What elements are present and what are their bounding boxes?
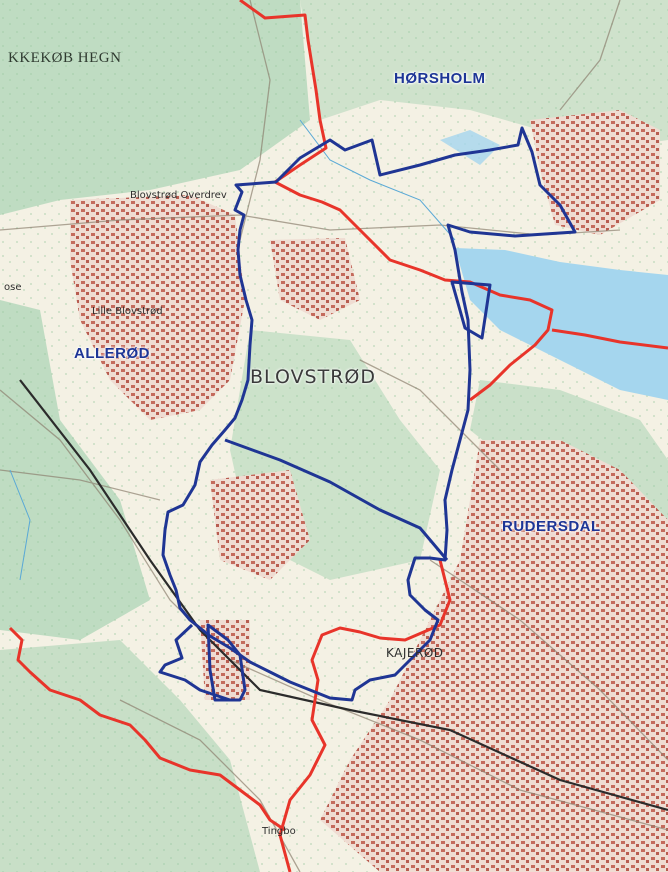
boundary-south-parcel [206, 623, 247, 702]
label-overdrev: Blovstrød Overdrev [130, 190, 227, 201]
railway [19, 379, 668, 812]
boundary-outline [161, 126, 577, 702]
municipal-borders [8, 0, 668, 872]
label-rose: ose [4, 282, 22, 293]
label-kajerod: KAJERØD [386, 646, 444, 660]
label-allerod: ALLERØD [74, 345, 150, 362]
label-rudersdal: RUDERSDAL [502, 518, 601, 535]
border-south-west [8, 626, 286, 832]
boundary-south-tail [158, 623, 231, 702]
lake [455, 248, 668, 400]
label-lille-blovstrod: Lille Blovstrød [92, 306, 163, 317]
lake-small [440, 130, 500, 165]
urban-blovstrod-north [270, 238, 360, 320]
label-blovstrod: BLOVSTRØD [250, 366, 377, 388]
label-forest: KKEKØB HEGN [8, 50, 122, 66]
border-south-east [278, 559, 452, 872]
project-boundary [158, 126, 577, 702]
urban-horsholm [530, 110, 660, 235]
label-horsholm: HØRSHOLM [394, 70, 486, 87]
urban-mid [210, 470, 310, 580]
border-north-west [239, 0, 554, 402]
boundary-divider [224, 438, 449, 561]
label-tingbo: Tingbo [262, 826, 296, 837]
urban-allerod [70, 195, 245, 420]
boundary-lake-inlet [450, 280, 492, 340]
urban-rudersdal [320, 440, 668, 872]
border-east [551, 328, 668, 350]
